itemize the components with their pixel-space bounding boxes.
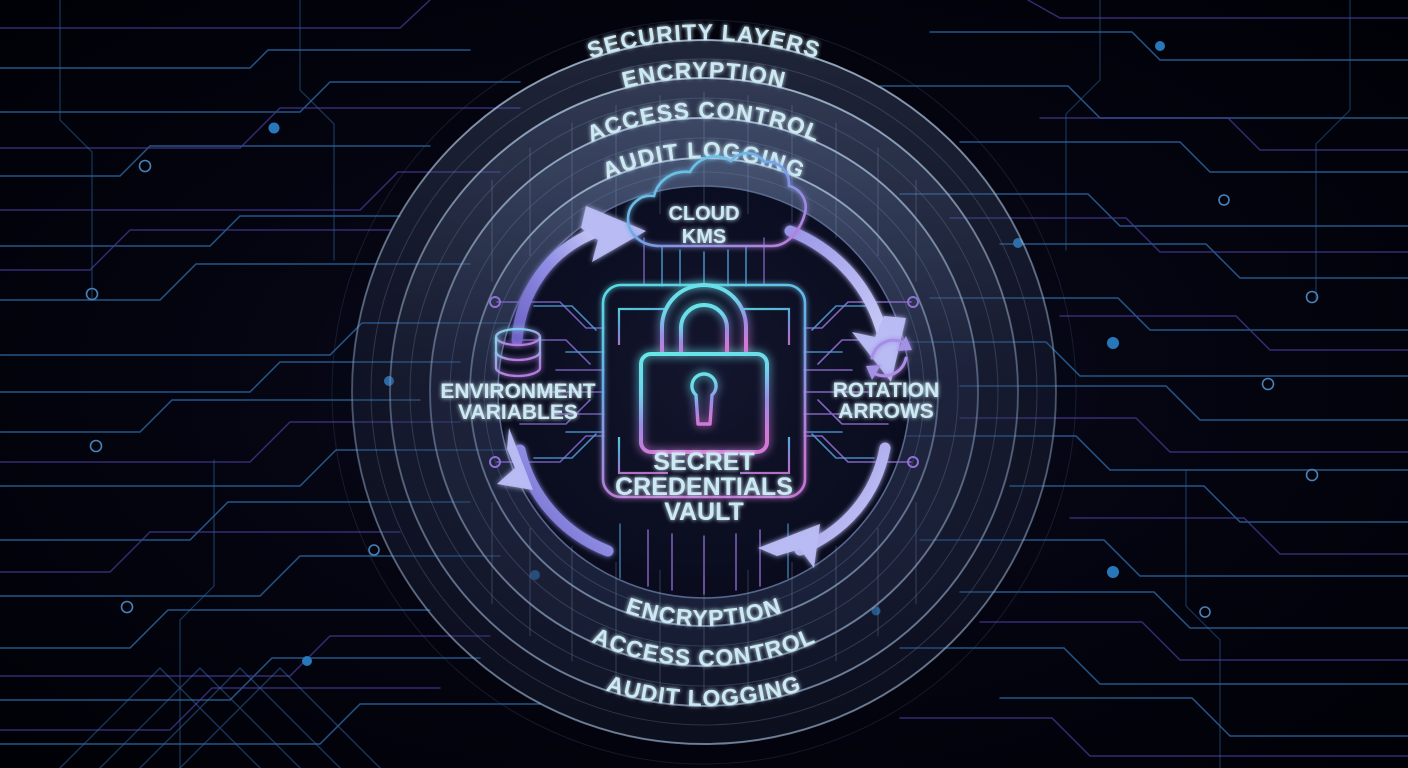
node-rotation-arrows[interactable]: ROTATION ARROWS: [833, 336, 940, 423]
node-label-cloud-kms-line2: KMS: [682, 226, 726, 248]
ring-sheen: [351, 39, 1057, 745]
arrow-left-up: [511, 206, 646, 346]
flow-arrows: [497, 206, 906, 568]
refresh-icon: [866, 336, 912, 380]
security-layer-rings: [331, 19, 1077, 765]
cloud-icon: [626, 151, 807, 248]
inner-disc: [497, 185, 911, 599]
arrow-right-down: [784, 225, 906, 382]
node-label-rotation-line1: ROTATION: [833, 379, 940, 402]
vault-corner-brackets: [617, 307, 791, 475]
vault-label-line2: CREDENTIALS: [615, 473, 793, 501]
node-label-env-vars-line2: VARIABLES: [458, 401, 578, 424]
central-vault[interactable]: SECRET CREDENTIALS VAULT: [601, 283, 807, 526]
node-env-vars[interactable]: ENVIRONMENT VARIABLES: [440, 327, 596, 424]
vault-label-line1: SECRET: [653, 448, 754, 476]
arrow-bottom-left: [497, 428, 614, 557]
node-label-env-vars-line1: ENVIRONMENT: [440, 380, 595, 403]
node-label-cloud-kms-line1: CLOUD: [668, 203, 739, 225]
node-label-rotation-line2: ARROWS: [838, 400, 934, 423]
padlock-icon: [639, 283, 769, 454]
vault-label-line3: VAULT: [664, 498, 744, 526]
arrow-bottom-right: [758, 442, 891, 568]
database-icon: [494, 327, 542, 378]
node-cloud-kms[interactable]: CLOUD KMS: [626, 151, 807, 248]
